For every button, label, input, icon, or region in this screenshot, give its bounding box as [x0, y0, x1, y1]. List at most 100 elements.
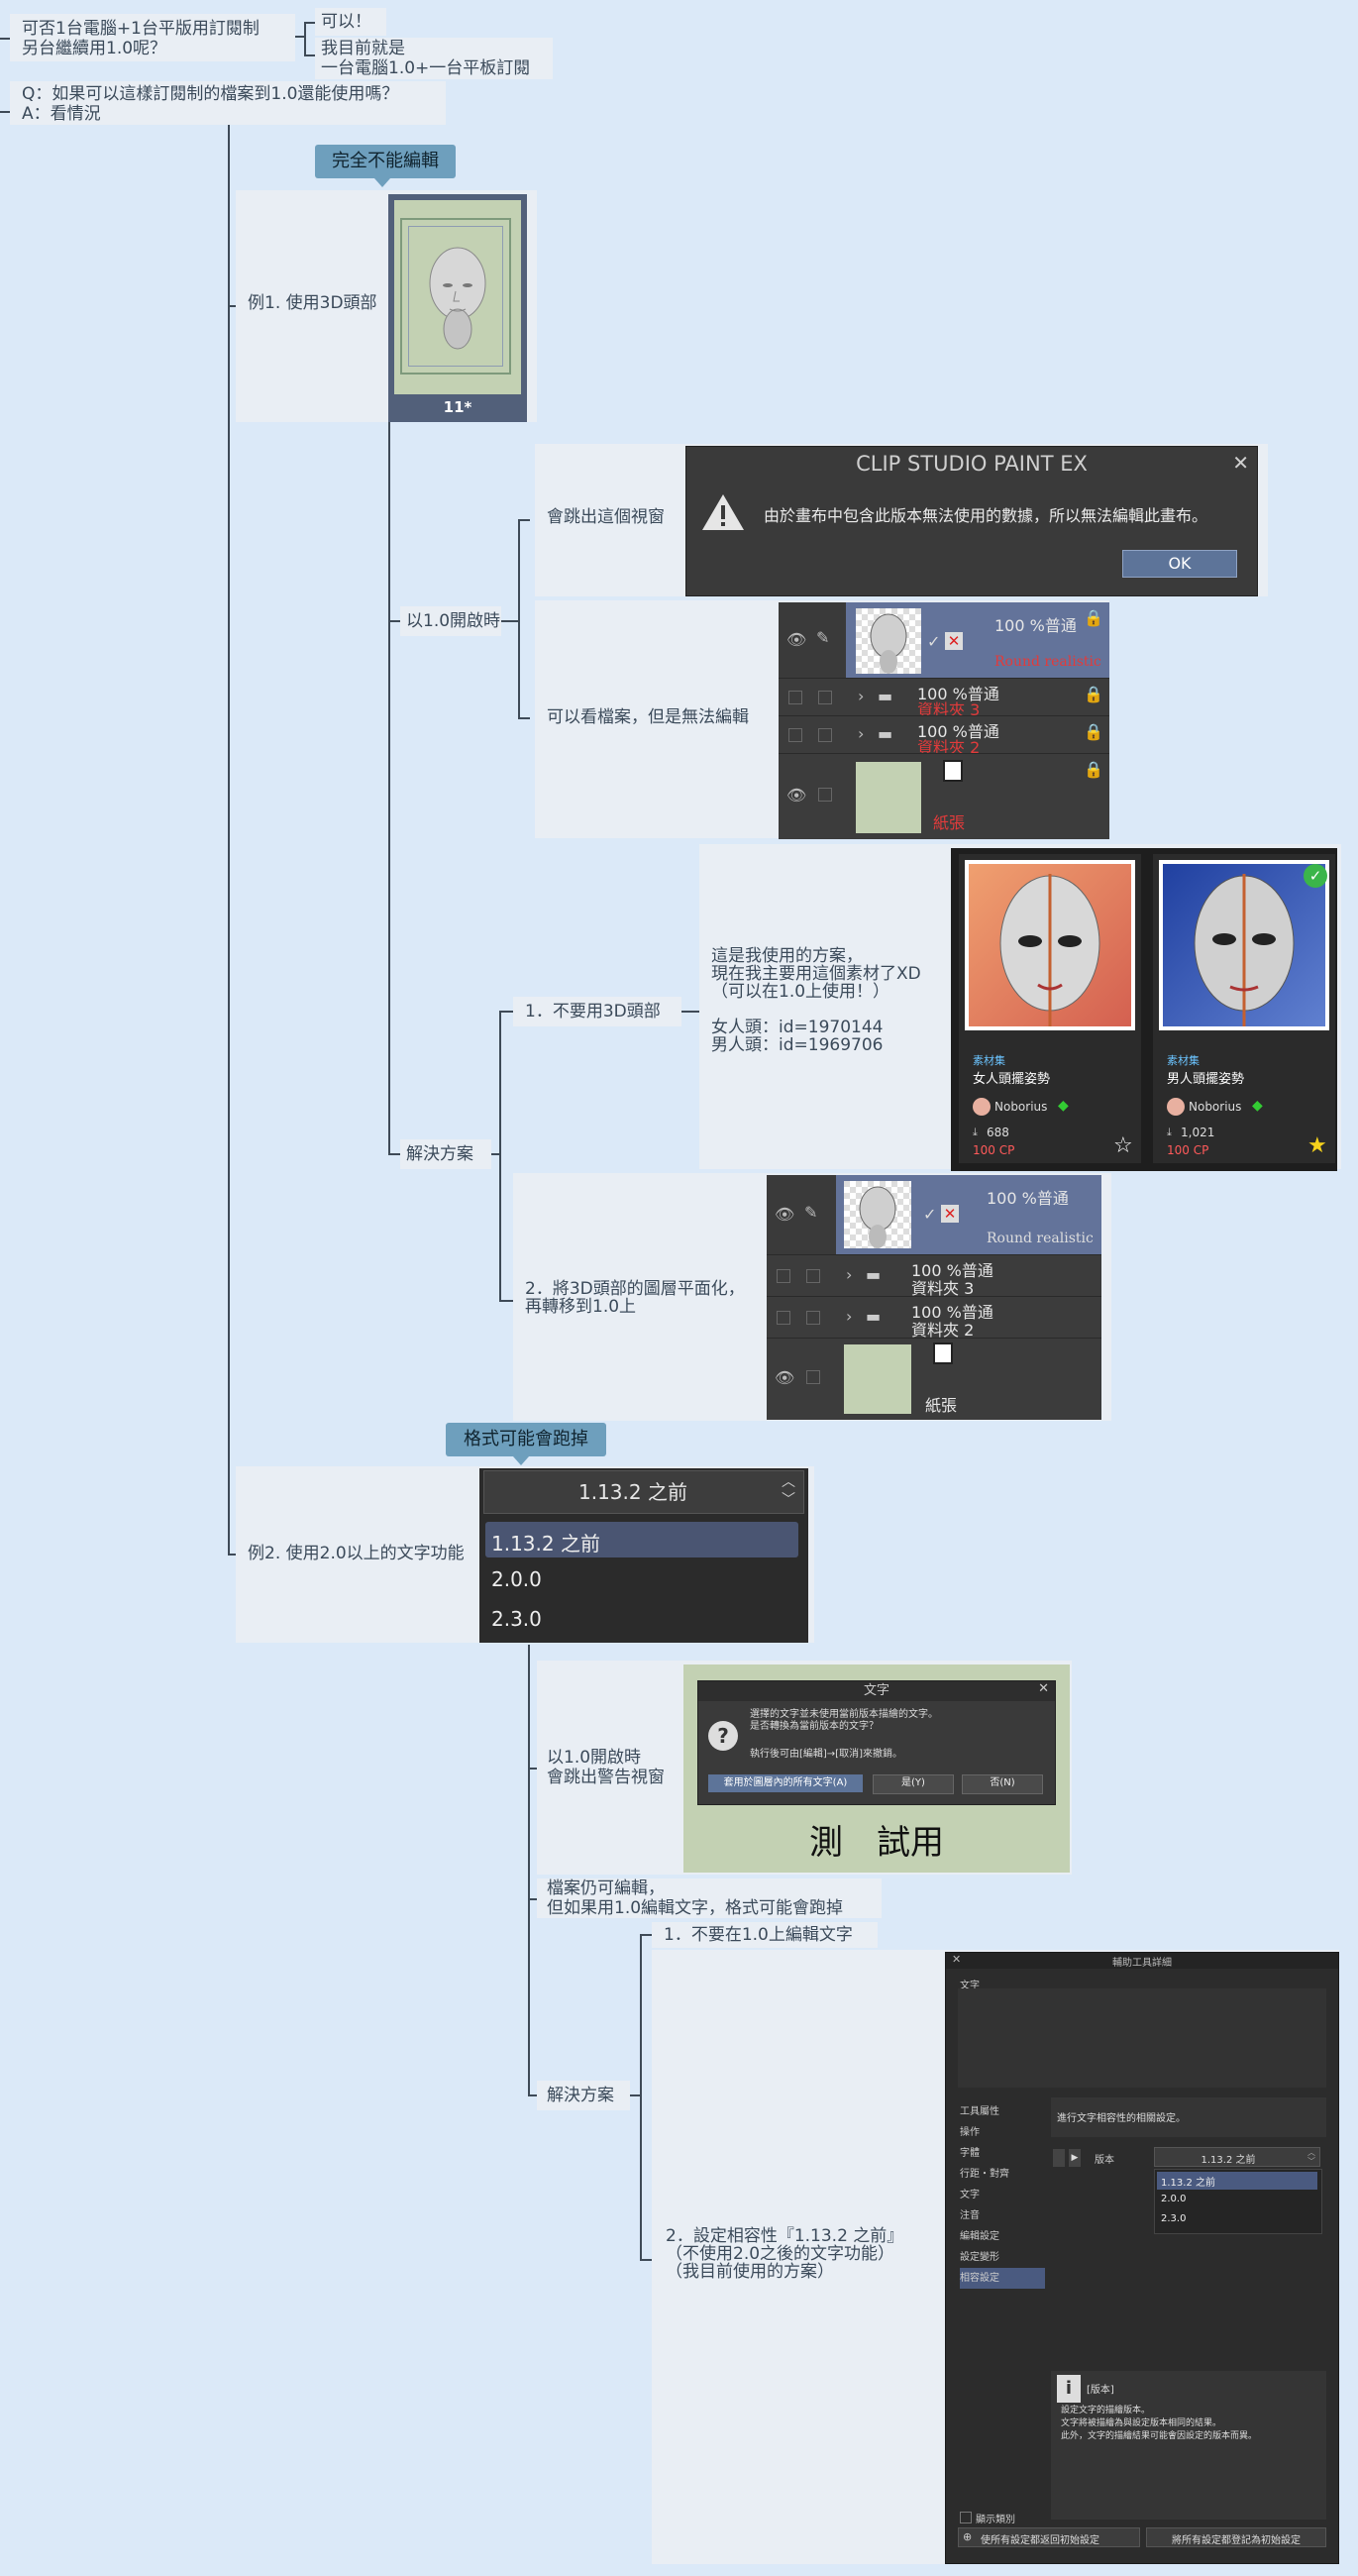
visibility-checkbox[interactable]: [777, 1311, 790, 1325]
question-icon: ?: [708, 1721, 738, 1751]
head-3d-icon: [429, 247, 486, 350]
category-item[interactable]: 設定變形: [960, 2252, 999, 2263]
lock-icon[interactable]: 🔒: [1084, 685, 1103, 703]
version-dropdown-value: 1.13.2 之前: [1201, 2155, 1256, 2166]
sol1-to-desc: [681, 1011, 699, 1013]
lock-icon[interactable]: 🔒: [1084, 760, 1103, 779]
edit-checkbox[interactable]: [818, 788, 832, 802]
version-option[interactable]: 2.0.0: [491, 1567, 542, 1591]
layer-name: 資料夾 2: [917, 738, 981, 757]
layer-row[interactable]: 👁 ✎ ✓ ✕ 100 %普通 Round realistic: [767, 1175, 1101, 1254]
chevron-right-icon[interactable]: ›: [858, 687, 865, 705]
close-icon[interactable]: ✕: [1038, 1681, 1049, 1696]
layer-thumbnail: [856, 608, 921, 674]
visibility-checkbox[interactable]: [777, 1269, 790, 1283]
spinner-arrows-icon[interactable]: ︿﹀: [782, 1474, 795, 1508]
edit-checkbox[interactable]: [818, 691, 832, 704]
yes-button[interactable]: 是(Y): [873, 1774, 954, 1794]
category-item[interactable]: 行距・對齊: [960, 2169, 1009, 2180]
category-item[interactable]: 工具屬性: [960, 2106, 999, 2117]
example1-label: 例1. 使用3D頭部: [248, 293, 377, 313]
layer-row[interactable]: 👁 紙張: [767, 1338, 1101, 1420]
eye-icon[interactable]: 👁: [786, 786, 807, 805]
asset-card[interactable]: 素材集 女人頭擺姿勢 Noborius ◆ ⤓ 688 100 CP ☆: [959, 854, 1141, 1163]
version-option[interactable]: 1.13.2 之前: [1161, 2178, 1215, 2189]
lock-toggle[interactable]: [1053, 2149, 1065, 2167]
show-category-checkbox[interactable]: [960, 2512, 972, 2523]
view-connector: [518, 717, 530, 719]
layer-row[interactable]: › ▬ 100 %普通 資料夾 2 🔒: [779, 715, 1109, 757]
layer-row[interactable]: › ▬ 100 %普通 資料夾 3 🔒: [779, 678, 1109, 719]
edit-checkbox[interactable]: [806, 1370, 820, 1384]
asset-card-image-frame: [1159, 860, 1329, 1030]
pencil-icon: ✎: [804, 1203, 818, 1222]
version-option[interactable]: 2.0.0: [1161, 2194, 1187, 2204]
ex2-editable-label: 檔案仍可編輯， 但如果用1.0編輯文字，格式可能會跑掉: [547, 1878, 844, 1918]
category-item[interactable]: 操作: [960, 2127, 980, 2138]
root-connector: [0, 38, 10, 40]
layer-name: Round realistic: [987, 1231, 1094, 1246]
popup-label: 會跳出這個視窗: [547, 507, 665, 527]
q2-text: Q：如果可以這樣訂閱制的檔案到1.0還能使用嗎？ A：看情況: [22, 84, 399, 124]
eye-icon[interactable]: 👁: [775, 1205, 795, 1224]
folder-icon: ▬: [866, 1265, 882, 1284]
version-dropdown[interactable]: 1.13.2 之前 ︿﹀: [1154, 2147, 1320, 2167]
a1-connector: [304, 54, 317, 56]
ex2-sol2-connector: [640, 2259, 652, 2261]
lock-icon[interactable]: 🔒: [1084, 608, 1103, 627]
a1-detail-text: 我目前就是 一台電腦1.0+一台平板訂閱: [321, 39, 531, 78]
thumbnail-caption: 11*: [443, 398, 472, 416]
lock-icon[interactable]: 🔒: [1084, 722, 1103, 741]
layer-row[interactable]: › ▬ 100 %普通 資料夾 2: [767, 1296, 1101, 1340]
woman-head-icon: [999, 874, 1100, 1026]
spinner-arrows-icon[interactable]: ︿﹀: [1307, 2148, 1315, 2166]
edit-checkbox[interactable]: [818, 728, 832, 742]
asset-card-image: [969, 864, 1131, 1026]
example2-trunk-line: [528, 1645, 530, 2096]
category-item[interactable]: 字體: [960, 2148, 980, 2159]
edit-checkbox[interactable]: [806, 1311, 820, 1325]
layer-row[interactable]: 👁 紙張 🔒: [779, 753, 1109, 839]
category-item[interactable]: 文字: [960, 2190, 980, 2200]
eye-icon[interactable]: 👁: [775, 1368, 795, 1387]
info-box: i [版本] 設定文字的描繪版本。 文字將被描繪為與設定版本相同的結果。 此外，…: [1051, 2371, 1326, 2520]
favorite-star-icon[interactable]: ☆: [1113, 1133, 1133, 1158]
version-select[interactable]: 1.13.2 之前 ︿﹀: [483, 1470, 804, 1514]
visibility-checkbox[interactable]: [788, 691, 802, 704]
ex2-sol1-node: 1．不要在1.0上編輯文字: [652, 1922, 878, 1948]
category-item[interactable]: 注音: [960, 2210, 980, 2221]
version-option[interactable]: 2.3.0: [491, 1607, 542, 1631]
category-item[interactable]: 編輯設定: [960, 2231, 999, 2242]
close-icon[interactable]: ✕: [1232, 451, 1249, 475]
asset-price: 100 CP: [973, 1143, 1015, 1157]
chevron-right-icon[interactable]: ›: [846, 1265, 853, 1284]
layer-row[interactable]: › ▬ 100 %普通 資料夾 3: [767, 1254, 1101, 1298]
no-button[interactable]: 否(N): [962, 1774, 1043, 1794]
edit-checkbox[interactable]: [806, 1269, 820, 1283]
version-option[interactable]: 1.13.2 之前: [491, 1532, 600, 1556]
warning-canvas: 文字 ✕ ? 選擇的文字並未使用當前版本描繪的文字。 是否轉換為當前版本的文字？…: [683, 1664, 1070, 1873]
ok-button[interactable]: OK: [1122, 550, 1237, 578]
expand-arrow-icon[interactable]: ▶: [1069, 2149, 1081, 2167]
register-settings-button[interactable]: 將所有設定都登記為初始設定: [1146, 2527, 1326, 2547]
eye-icon[interactable]: 👁: [786, 630, 807, 649]
ex2-solution-node: 解決方案: [537, 2081, 630, 2110]
version-option[interactable]: 2.3.0: [1161, 2213, 1187, 2224]
close-icon[interactable]: ✕: [952, 1953, 962, 1966]
reset-settings-button[interactable]: ⊕ 使所有設定都返回初始設定: [958, 2527, 1140, 2547]
visibility-checkbox[interactable]: [788, 728, 802, 742]
chevron-right-icon[interactable]: ›: [846, 1307, 853, 1326]
ex2-solution-label: 解決方案: [547, 2086, 614, 2105]
canvas-thumbnail: 11*: [388, 194, 527, 422]
favorite-star-icon[interactable]: ★: [1307, 1133, 1327, 1158]
category-item-selected[interactable]: 相容設定: [960, 2268, 1045, 2289]
tool-detail-panel: ✕ 輔助工具詳細 文字 工具屬性 操作 字體 行距・對齊 文字 注音 編輯設定 …: [945, 1952, 1339, 2564]
layer-row[interactable]: 👁 ✎ ✓ ✕ 100 %普通 Round realistic 🔒: [779, 602, 1109, 678]
a1-connector: [304, 22, 317, 24]
chevron-right-icon[interactable]: ›: [858, 724, 865, 743]
q1-branch-line: [304, 22, 306, 55]
apply-all-button[interactable]: 套用於圖層內的所有文字(A): [708, 1774, 863, 1792]
layer-mode: 100 %普通: [917, 722, 999, 741]
q1-connector: [295, 36, 304, 38]
asset-card[interactable]: ✓ 素材集 男人頭擺姿勢 Noborius ◆ ⤓ 1,021 100 CP ★: [1153, 854, 1335, 1163]
